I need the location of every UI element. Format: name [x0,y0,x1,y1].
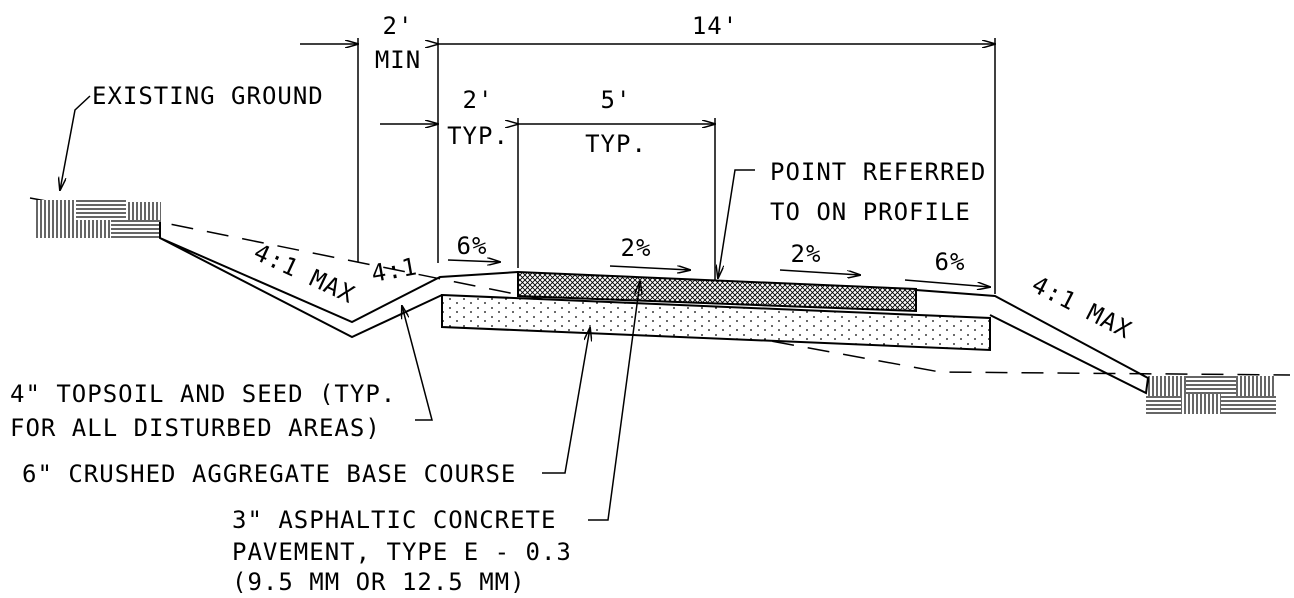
dim-overall-width: 14' [692,12,738,40]
dim-lane-note: TYP. [585,130,647,158]
slope-left-lane: 2% [621,234,652,262]
dim-min-note: MIN [375,46,421,74]
callout-existing-ground: EXISTING GROUND [92,82,324,110]
callout-asphalt-3: (9.5 MM OR 12.5 MM) [232,568,526,596]
asphalt-pavement [517,270,917,313]
leader-lines [60,95,755,521]
dimension-lines [300,44,995,124]
dim-min-offset: 2' [383,12,414,40]
extension-lines [357,38,996,294]
topsoil-layer [159,222,1150,395]
callout-topsoil-1: 4" TOPSOIL AND SEED (TYP. [10,380,396,408]
slope-left-shoulder: 6% [457,232,488,260]
slope-right-lane: 2% [791,240,822,268]
callout-point-referred-2: TO ON PROFILE [770,198,971,226]
callout-topsoil-2: FOR ALL DISTURBED AREAS) [10,414,381,442]
slope-left-foreslope: 4:1 MAX [249,238,359,309]
callout-base-course: 6" CRUSHED AGGREGATE BASE COURSE [22,460,516,488]
slope-indicators [447,260,990,287]
slope-ditch-backslope: 4:1 [369,252,420,288]
dim-lane-width: 5' [601,86,632,114]
aggregate-base-course [441,293,991,352]
slope-right-foreslope: 4:1 MAX [1027,270,1136,344]
callout-asphalt-1: 3" ASPHALTIC CONCRETE [232,506,556,534]
callout-asphalt-2: PAVEMENT, TYPE E - 0.3 [232,538,572,566]
callout-point-referred-1: POINT REFERRED [770,158,986,186]
dim-shoulder-width: 2' [463,86,494,114]
dim-shoulder-note: TYP. [447,122,509,150]
right-ground-hatch [1146,376,1276,414]
left-ground-hatch [36,200,161,240]
slope-right-shoulder: 6% [935,248,966,276]
